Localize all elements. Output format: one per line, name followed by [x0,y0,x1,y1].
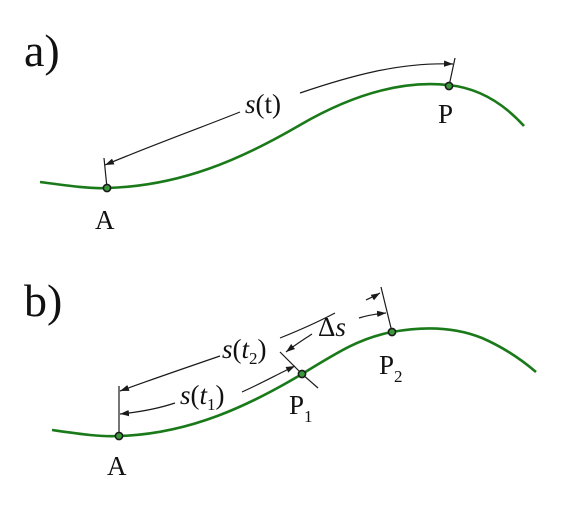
panel-b-dimension-arc-s-t2-mid [279,312,336,339]
panel-a-extension-line-a [103,157,108,189]
panel-a-point-a-label: A [95,205,115,235]
panel-b-dimension-arc-s-t2-left [119,355,221,392]
point-a-marker-b [114,431,124,441]
point-p2-marker [387,327,397,337]
panel-b-label-delta-s: Δs [318,312,346,342]
panel-b-dimension-arc-s-t1-left [119,402,176,417]
panel-b-tag: b) [24,275,62,326]
panel-b-point-p2-label: P2 [379,350,403,386]
panel-b-dimension-arc-delta-s-right [358,310,387,319]
panel-b-label-s-t1: s(t1) [180,380,225,414]
panel-b-extension-line-p1-upper [279,351,303,375]
point-a-marker [102,183,112,193]
point-p1-marker [297,369,307,379]
panel-a-dimension-arc-right [299,60,454,94]
panel-b-point-p1-label: P1 [289,390,313,426]
panel-b-dimension-arc-delta-s-left [285,333,313,353]
panel-b-label-s-t2: s(t2) [222,334,267,368]
panel-a: a) s(t) A P [24,25,525,235]
panel-a-point-p-label: P [438,99,453,129]
panel-a-extension-line-p [448,57,456,87]
panel-a-arc-label: s(t) [245,89,281,119]
panel-b-extension-line-p2 [380,286,393,333]
panel-b-curve [51,327,537,438]
panel-b-dimension-arc-s-t2-right [365,292,381,301]
panel-b-point-a-label: A [107,451,127,481]
panel-b: b) s(t2) s(t1) Δs A P1 P2 [24,275,537,481]
panel-b-dimension-arc-s-t1-right [241,365,296,393]
point-p-marker [444,81,454,91]
panel-a-dimension-arc-left [104,111,241,166]
panel-a-tag: a) [24,25,60,76]
